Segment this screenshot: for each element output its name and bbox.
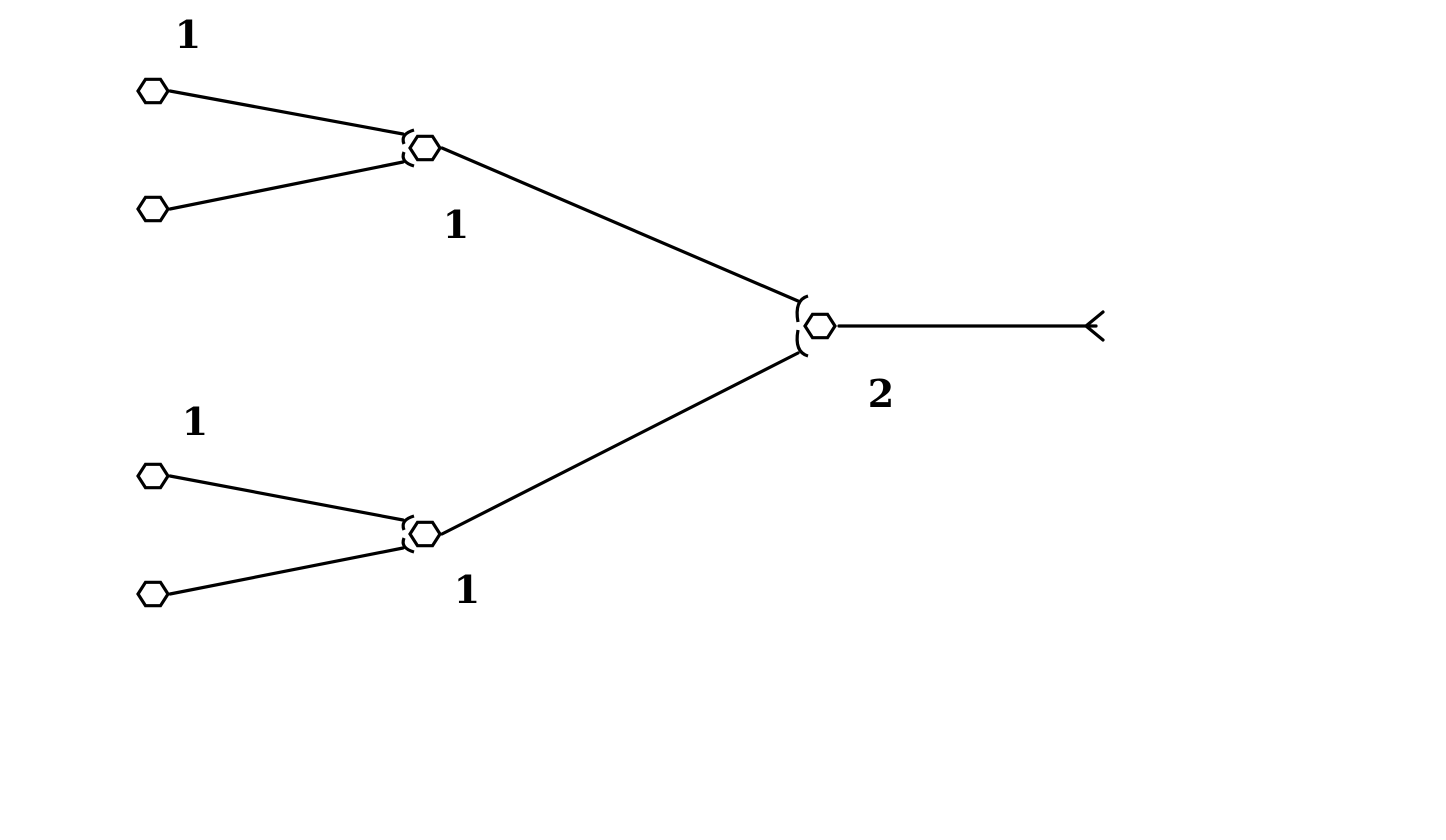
bracket-bottom-icon	[401, 537, 415, 554]
hexagon-icon	[803, 312, 837, 340]
edge-leaf-1-to-join-upper	[168, 89, 405, 136]
edge-join-upper-to-root	[440, 146, 800, 303]
node-label-join-lower: 1	[454, 567, 480, 612]
node-join-lower	[401, 514, 442, 554]
open-arrowhead-icon	[1083, 310, 1105, 342]
hexagon-icon	[408, 134, 442, 162]
node-leaf-3	[136, 462, 170, 490]
node-leaf-1	[136, 77, 170, 105]
hexagon-icon	[136, 195, 170, 223]
bracket-top-icon	[401, 514, 415, 531]
node-label-leaf-1: 1	[175, 12, 201, 57]
bracket-bottom-icon	[795, 329, 809, 358]
hexagon-icon	[136, 462, 170, 490]
node-label-leaf-3: 1	[182, 399, 208, 444]
labels-layer: 1 1 1 1 2	[175, 12, 894, 612]
node-label-root: 2	[868, 371, 894, 416]
node-root	[795, 294, 837, 358]
hexagon-icon	[136, 77, 170, 105]
bracket-top-icon	[401, 128, 415, 145]
node-label-join-upper: 1	[443, 202, 469, 247]
node-leaf-2	[136, 195, 170, 223]
edge-join-lower-to-root	[440, 351, 800, 536]
edge-leaf-2-to-join-upper	[168, 160, 405, 211]
edge-leaf-4-to-join-lower	[168, 546, 405, 596]
nodes-layer	[136, 77, 837, 608]
bracket-bottom-icon	[401, 151, 415, 168]
hexagon-icon	[408, 520, 442, 548]
edge-leaf-3-to-join-lower	[168, 474, 405, 522]
hexagon-icon	[136, 580, 170, 608]
bracket-top-icon	[795, 294, 809, 323]
edges-layer	[168, 89, 1105, 596]
node-join-upper	[401, 128, 442, 168]
node-leaf-4	[136, 580, 170, 608]
